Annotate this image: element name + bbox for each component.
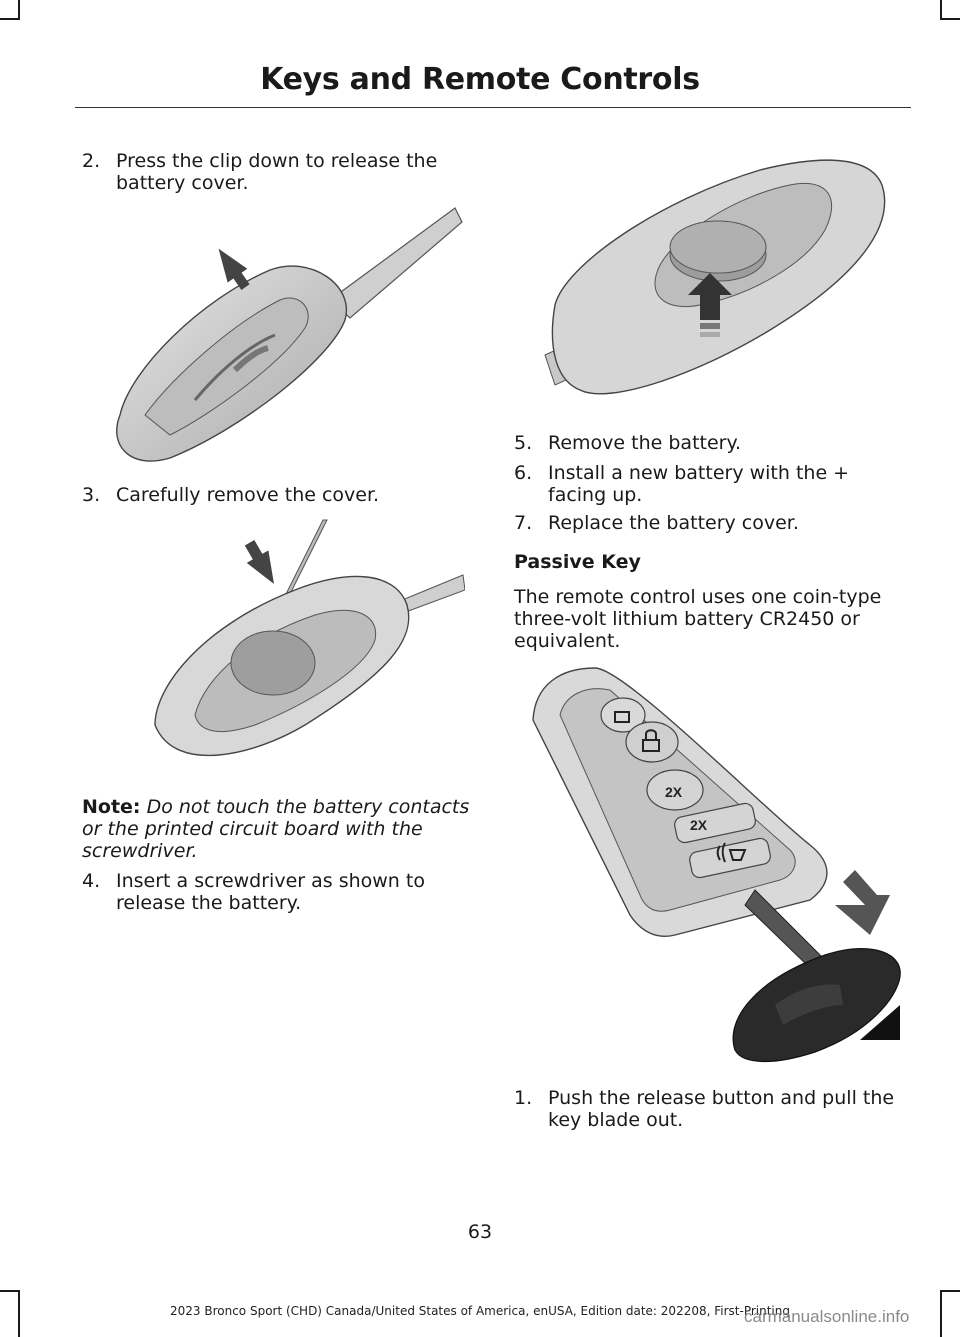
liftgate-2x-label: 2X bbox=[690, 817, 708, 833]
remote-start-2x-label: 2X bbox=[665, 784, 683, 800]
step-text: Push the release button and pull the key… bbox=[548, 1087, 895, 1131]
crop-mark bbox=[940, 1290, 960, 1292]
step-number: 4. bbox=[82, 870, 101, 892]
step-number: 7. bbox=[514, 512, 533, 534]
down-arrow-icon bbox=[835, 870, 890, 935]
step-number: 6. bbox=[514, 462, 533, 484]
down-arrow-icon bbox=[244, 539, 274, 585]
footer-text: 2023 Bronco Sport (CHD) Canada/United St… bbox=[170, 1304, 790, 1318]
step-number: 5. bbox=[514, 432, 533, 454]
step-number: 3. bbox=[82, 484, 101, 506]
crop-mark bbox=[0, 18, 20, 20]
key-fob-clip-figure bbox=[116, 207, 463, 462]
step-text: Replace the battery cover. bbox=[548, 512, 799, 534]
step-text: Remove the battery. bbox=[548, 432, 742, 454]
passive-key-body: The remote control uses one coin-type th… bbox=[514, 586, 882, 652]
battery-removal-figure bbox=[544, 159, 886, 395]
watermark: carmanualsonline.info bbox=[744, 1307, 910, 1326]
step-text: Install a new battery with the + facing … bbox=[548, 462, 850, 506]
up-arrow-icon bbox=[688, 273, 732, 337]
crop-mark bbox=[940, 1290, 942, 1337]
passive-step-1: 1. Push the release button and pull the … bbox=[514, 1087, 909, 1131]
step-3: 3. Carefully remove the cover. bbox=[82, 484, 462, 506]
key-fob-cover-open-figure bbox=[154, 519, 465, 757]
note-text: Do not touch the battery contacts or the… bbox=[82, 796, 470, 862]
lock-button-icon bbox=[625, 721, 679, 763]
header-rule bbox=[75, 107, 911, 108]
crop-mark bbox=[0, 1290, 20, 1292]
up-arrow-icon bbox=[218, 248, 250, 290]
unlock-button-icon bbox=[600, 697, 646, 733]
crop-mark bbox=[940, 18, 960, 20]
step-7: 7. Replace the battery cover. bbox=[514, 512, 909, 534]
panic-button-icon bbox=[689, 837, 771, 879]
step-5: 5. Remove the battery. bbox=[514, 432, 909, 454]
crop-mark bbox=[940, 0, 942, 20]
crop-mark bbox=[18, 1290, 20, 1337]
release-button-arrow-icon bbox=[860, 1005, 900, 1040]
step-number: 1. bbox=[514, 1087, 533, 1109]
crop-mark bbox=[18, 0, 20, 20]
step-6: 6. Install a new battery with the + faci… bbox=[514, 462, 909, 506]
passive-key-fob-figure: 2X 2X bbox=[532, 667, 901, 1063]
note-paragraph: Note: Do not touch the battery contacts … bbox=[82, 796, 480, 862]
remote-start-button-icon: 2X bbox=[646, 769, 704, 811]
page-title: Keys and Remote Controls bbox=[260, 62, 700, 97]
note-label: Note: bbox=[82, 796, 141, 818]
step-number: 2. bbox=[82, 150, 101, 172]
step-text: Carefully remove the cover. bbox=[116, 484, 380, 506]
liftgate-button-icon: 2X bbox=[674, 802, 756, 844]
page-number: 63 bbox=[467, 1221, 493, 1243]
passive-key-heading: Passive Key bbox=[514, 551, 641, 573]
step-2: 2. Press the clip down to release the ba… bbox=[82, 150, 462, 194]
step-4: 4. Insert a screwdriver as shown to rele… bbox=[82, 870, 462, 914]
step-text: Press the clip down to release the batte… bbox=[116, 150, 438, 194]
step-text: Insert a screwdriver as shown to release… bbox=[116, 870, 425, 914]
